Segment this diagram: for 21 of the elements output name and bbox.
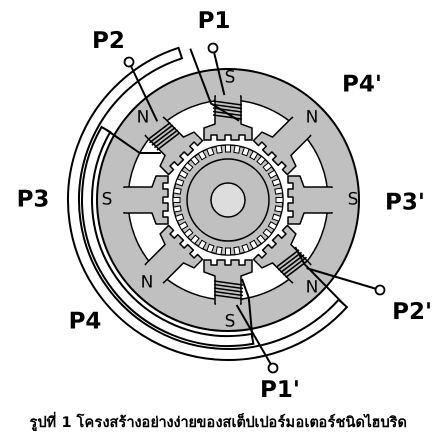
wire [208, 42, 226, 96]
wire [306, 267, 386, 296]
wire [124, 56, 158, 122]
phase-label: P4 [68, 310, 102, 334]
phase-label: P3' [385, 192, 425, 214]
terminal-label: P2 [92, 30, 129, 62]
terminal-label: P2' [380, 290, 432, 324]
pole-label: N [140, 274, 154, 292]
wire [236, 304, 278, 374]
terminal-label: P1 [196, 10, 232, 48]
pole-label: N [136, 110, 150, 126]
pole-label: N [306, 280, 318, 296]
pole-label: N [306, 110, 318, 126]
pole-label: S [224, 314, 236, 330]
figure-caption: รูปที่ 1 โครงสร้างอย่างง่ายของสเต็ปเปอร์มอเตอร์ชนิดไฮบริด [0, 410, 436, 433]
pole-label: S [102, 192, 112, 208]
terminal-label: P1' [260, 368, 300, 402]
phase-label: P3 [16, 188, 50, 212]
phase-label: P4' [342, 74, 382, 96]
pole-label: S [348, 192, 358, 208]
pole-label: S [224, 70, 236, 86]
